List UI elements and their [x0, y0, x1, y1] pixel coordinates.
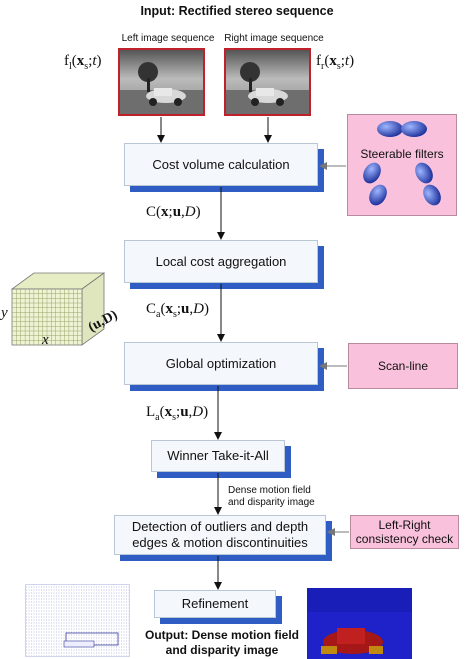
output-caption-line2: and disparity image: [165, 643, 279, 657]
output-caption-line1: Output: Dense motion field: [145, 628, 299, 642]
local-agg-box: Local cost aggregation: [124, 240, 318, 283]
dense-note: Dense motion field and disparity image: [228, 485, 315, 509]
steerable-filter-icons: [363, 121, 441, 206]
global-opt-label: Global optimization: [165, 355, 277, 371]
scanline-label: Scan-line: [377, 359, 429, 373]
cost-volume-formula: C(x;u,D): [146, 204, 201, 220]
wta-label: Winner Take-it-All: [167, 448, 269, 463]
refinement-box: Refinement: [154, 590, 276, 618]
wta-box: Winner Take-it-All: [151, 440, 285, 472]
lr-check-line2: consistency check: [355, 532, 454, 546]
steerable-filters-box: Steerable filters: [347, 114, 457, 216]
right-frame-formula: fr(xs;t): [316, 53, 355, 72]
left-frame-formula: fl(xs;t): [64, 53, 102, 72]
cost-volume-box: Cost volume calculation: [124, 143, 318, 186]
cube-x-label: x: [42, 332, 49, 348]
right-sequence-label: Right image sequence: [224, 33, 324, 44]
detection-label-line1: Detection of outliers and depth: [131, 519, 309, 534]
detection-box: Detection of outliers and depth edges & …: [114, 515, 326, 555]
cost-volume-label: Cost volume calculation: [152, 156, 290, 172]
refinement-label: Refinement: [181, 596, 249, 611]
cube-y-label: y: [1, 305, 8, 321]
local-agg-label: Local cost aggregation: [155, 253, 287, 269]
lr-check-line1: Left-Right: [378, 518, 431, 532]
diagram-title: Input: Rectified stereo sequence: [140, 4, 334, 18]
right-image: [224, 48, 311, 116]
cube-uD-label: (u,D): [86, 307, 121, 336]
disparity-image: [307, 588, 412, 659]
detection-label-line2: edges & motion discontinuities: [132, 535, 308, 550]
aggregated-cost-formula: Ca(xs;u,D): [146, 301, 209, 320]
global-opt-box: Global optimization: [124, 342, 318, 385]
left-image: [118, 48, 205, 116]
lr-check-box: Left-Right consistency check: [350, 515, 459, 549]
labeling-formula: La(xs;u,D): [146, 404, 209, 423]
output-caption: Output: Dense motion field and disparity…: [137, 628, 307, 658]
scanline-box: Scan-line: [348, 343, 458, 389]
left-sequence-label: Left image sequence: [121, 33, 215, 44]
dense-note-line1: Dense motion field: [228, 485, 311, 496]
dense-note-line2: and disparity image: [228, 497, 315, 508]
motion-field-image: [25, 584, 130, 657]
steerable-filters-label: Steerable filters: [360, 147, 444, 161]
